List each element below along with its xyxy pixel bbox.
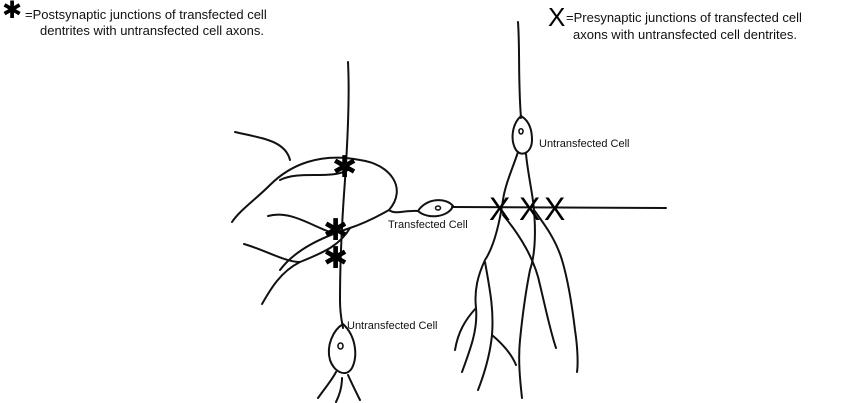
x-legend-line2: axons with untransfected cell dentrites. — [573, 27, 797, 43]
untransfected-bottom-axon — [340, 62, 349, 328]
untransfected-top-dendrite6 — [455, 308, 476, 350]
untransfected-bottom-nucleus — [338, 343, 343, 349]
untransfected-top-dendrite4 — [503, 215, 556, 348]
untransfected-top-dendrite1 — [462, 152, 518, 372]
x-legend-line1: =Presynaptic junctions of transfected ce… — [566, 10, 802, 26]
untransfected-bottom-dendrite3 — [336, 378, 342, 402]
transfected-cell-nucleus — [436, 206, 441, 210]
asterisk-legend-line1: =Postsynaptic junctions of transfected c… — [25, 7, 267, 23]
untransfected-top-body — [513, 116, 532, 154]
untransfected-cell-bottom-label: Untransfected Cell — [347, 320, 438, 332]
presynaptic-junction-marker: X — [544, 192, 565, 226]
presynaptic-junction-marker: X — [489, 192, 510, 226]
asterisk-legend-line2: dentrites with untransfected cell axons. — [40, 23, 264, 39]
transfected-cell — [232, 132, 666, 304]
untransfected-top-dendrite7 — [492, 335, 516, 365]
asterisk-legend-icon: ✱ — [2, 0, 22, 23]
transfected-dendrite-branch4 — [244, 244, 300, 262]
presynaptic-junction-marker: X — [519, 192, 540, 226]
untransfected-bottom-dendrite2 — [348, 375, 360, 400]
untransfected-bottom-dendrite1 — [318, 372, 336, 398]
x-legend-icon: X — [548, 3, 565, 31]
transfected-dendrite-branch3 — [268, 215, 330, 232]
transfected-cell-label: Transfected Cell — [388, 219, 468, 231]
untransfected-top-dendrite5 — [478, 262, 493, 390]
transfected-dendrite-branch2 — [235, 132, 290, 160]
postsynaptic-junction-marker: ✱ — [323, 243, 348, 275]
untransfected-top-axon — [518, 22, 521, 118]
untransfected-cell-top-label: Untransfected Cell — [539, 138, 630, 150]
untransfected-top-nucleus — [519, 129, 523, 134]
postsynaptic-junction-marker: ✱ — [332, 152, 357, 184]
